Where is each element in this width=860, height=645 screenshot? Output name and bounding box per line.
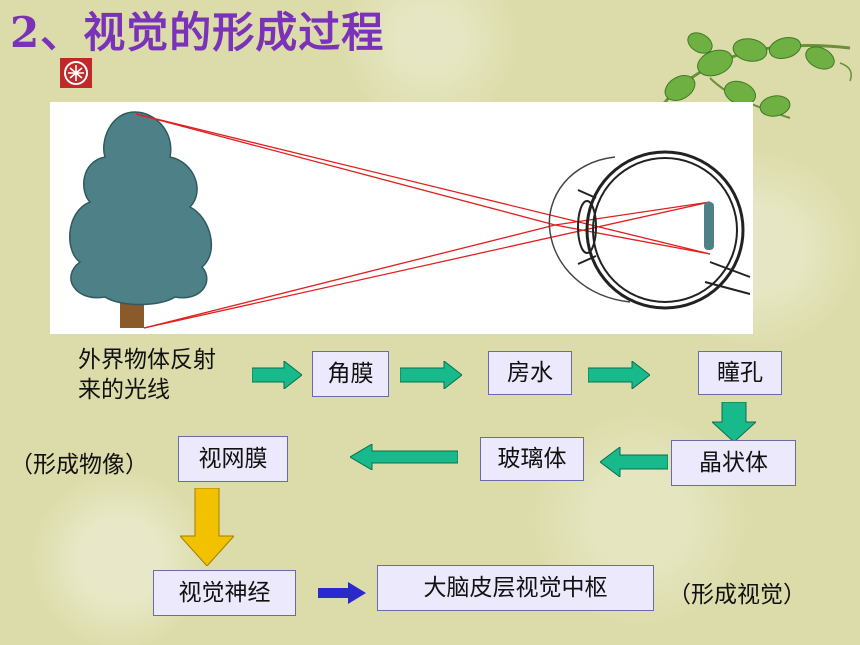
- arrow-down-icon: [712, 402, 756, 442]
- node-optic-nerve: 视觉神经: [153, 570, 296, 616]
- node-retina: 视网膜: [178, 436, 288, 482]
- light-source-line2: 来的光线: [78, 377, 170, 403]
- arrow-left-icon: [350, 444, 458, 470]
- arrow-left-icon: [600, 447, 668, 477]
- light-source-line1: 外界物体反射: [78, 347, 216, 373]
- arrow-right-icon: [252, 361, 302, 389]
- retina-note: （形成物像）: [10, 452, 148, 478]
- cortex-note: （形成视觉）: [668, 582, 806, 608]
- node-aqueous-humor: 房水: [488, 351, 572, 395]
- arrow-right-icon: [400, 361, 462, 389]
- arrow-down-icon: [180, 488, 234, 566]
- tree-icon: [69, 111, 213, 328]
- page-title: 2、视觉的形成过程: [10, 8, 385, 57]
- eye-optics-diagram: [69, 111, 751, 329]
- arrow-right-icon: [588, 361, 650, 389]
- light-source-label: 外界物体反射 来的光线: [78, 345, 216, 405]
- bullet-icon: [60, 58, 92, 88]
- eye-icon: [548, 150, 751, 310]
- eye-illustration-panel: [50, 102, 753, 334]
- vine-decoration-icon: [658, 32, 852, 134]
- node-visual-cortex: 大脑皮层视觉中枢: [377, 565, 654, 611]
- node-vitreous-body: 玻璃体: [480, 437, 584, 481]
- light-rays: [135, 113, 711, 329]
- node-cornea: 角膜: [312, 351, 389, 397]
- node-lens: 晶状体: [671, 440, 796, 486]
- node-pupil: 瞳孔: [698, 351, 782, 395]
- arrow-right-icon: [318, 582, 366, 604]
